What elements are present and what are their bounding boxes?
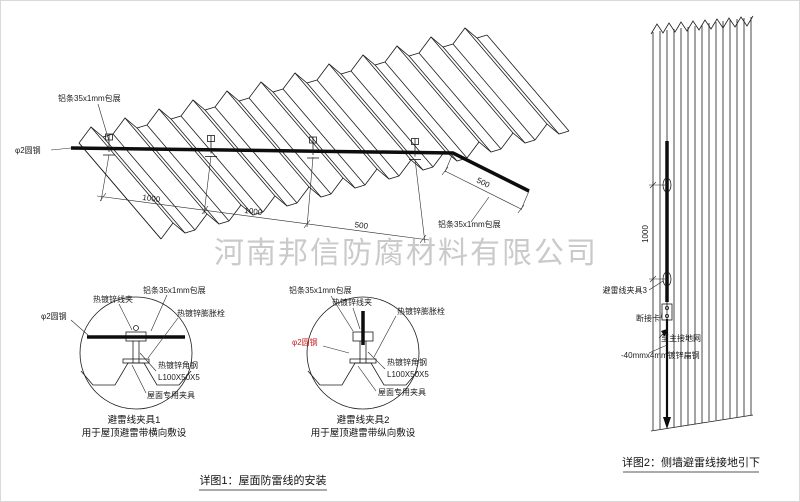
wall-to-ground-label: 至主接地网 (661, 333, 701, 343)
d2-rod-label: φ2圆钢 (292, 337, 318, 347)
detail-circle-1: 热镀锌线夹 铝条35x1mm包展 热镀锌膨胀栓 φ2圆钢 热镀锌角钢 L100X… (41, 285, 225, 439)
detail2-title: 避雷线夹具2 (337, 414, 390, 426)
caption-detail2: 详图2：侧墙避雷线接地引下 (622, 455, 760, 469)
d1-rod-label: φ2圆钢 (41, 311, 67, 321)
captions: 详图1：屋面防雷线的安装 详图2：侧墙避雷线接地引下 (199, 455, 760, 491)
roof-isometric-view: 1000 1000 500 500 铝条35x1mm包展 φ2圆钢 铝条35x1… (15, 27, 570, 244)
roof-dim-right: 500 (475, 176, 491, 190)
angle-steel-foot (122, 358, 150, 364)
roof-dim-1: 1000 (142, 193, 161, 204)
wall-labels: 避雷线夹具3 断接卡 至主接地网 -40mmx4mm镀锌扁钢 (603, 280, 701, 360)
wire-clamp-mark (102, 133, 116, 156)
wall-disconnect-label: 断接卡 (636, 313, 660, 323)
d2-angle-steel-label: 热镀锌角钢 (387, 357, 427, 367)
expansion-bolt-head (133, 325, 139, 331)
roof-dim-2: 1000 (244, 206, 263, 217)
roof-corrugated-sheet (78, 27, 570, 240)
d1-strip-label: 铝条35x1mm包展 (143, 285, 206, 295)
d1-wire-clamp-label: 热镀锌线夹 (93, 294, 133, 304)
d1-angle-steel-label: 热镀锌角钢 (158, 360, 198, 370)
wall-flat-steel-label: -40mmx4mm镀锌扁钢 (621, 350, 700, 360)
roof-rod-label: φ2圆钢 (15, 145, 41, 155)
roof-dim-3: 500 (354, 220, 369, 231)
d1-expansion-bolt-label: 热镀锌膨胀栓 (177, 308, 225, 318)
d2-wire-clamp-label: 热镀锌线夹 (332, 297, 372, 307)
roof-right-edge (486, 34, 570, 132)
roof-strip-label-right: 铝条35x1mm包展 (438, 219, 501, 229)
detail2-subtitle: 用于屋顶避雷带纵向敷设 (311, 427, 416, 439)
wall-clamp-label: 避雷线夹具3 (603, 285, 648, 295)
detail-circle-2: 铝条35x1mm包展 热镀锌线夹 热镀锌膨胀栓 φ2圆钢 热镀锌角钢 L100X… (289, 285, 445, 439)
d2-roof-fixture-label: 屋面专用夹具 (378, 387, 426, 397)
downlead-arrow (663, 417, 671, 429)
roof-strip-label-top: 铝条35x1mm包展 (58, 93, 121, 103)
company-watermark: 河南邦信防腐材料有限公司 (214, 237, 598, 270)
d2-expansion-bolt-label: 热镀锌膨胀栓 (397, 306, 445, 316)
d2-strip-label: 铝条35x1mm包展 (289, 285, 352, 295)
d1-angle-spec-label: L100X50X5 (158, 373, 200, 382)
caption-detail1: 详图1：屋面防雷线的安装 (199, 473, 326, 487)
detail1-title: 避雷线夹具1 (108, 414, 161, 426)
roof-labels: 铝条35x1mm包展 φ2圆钢 铝条35x1mm包展 (15, 93, 501, 229)
wall-dim-1000: 1000 (641, 225, 650, 243)
detail-circle-2-outline (306, 296, 420, 410)
wall-view: 1000 避雷线夹具3 断接卡 至主接地网 -40mmx4mm镀锌扁钢 (603, 15, 754, 432)
detail1-subtitle: 用于屋顶避雷带横向敷设 (82, 427, 187, 439)
d2-angle-spec-label: L100X50X5 (387, 370, 429, 379)
roof-dimensions: 1000 1000 500 500 (96, 152, 530, 244)
wire-clamp-mark (408, 138, 422, 160)
wall-dimension: 1000 (641, 181, 667, 283)
detail-circle-1-outline (79, 296, 193, 410)
angle-steel-foot (349, 358, 377, 364)
roof-left-edge (78, 142, 162, 240)
d1-roof-fixture-label: 屋面专用夹具 (147, 390, 195, 400)
